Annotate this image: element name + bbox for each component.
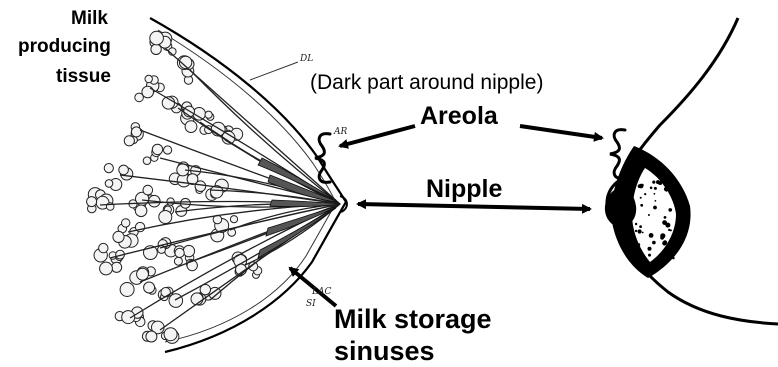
areola-speckle: [664, 216, 667, 219]
lobule: [145, 75, 152, 82]
label-milk: Milk: [71, 9, 108, 28]
label-nipple: Nipple: [426, 177, 502, 202]
label-producing: producing: [18, 37, 111, 56]
lobule: [119, 165, 129, 175]
lobule: [161, 288, 170, 297]
areola-speckle: [649, 233, 654, 238]
lobule: [195, 181, 206, 192]
lobule: [87, 197, 97, 207]
lobule: [113, 231, 124, 242]
mark-si: SI: [306, 300, 316, 309]
areola-speckle: [665, 176, 668, 179]
mark-dl: DL: [300, 55, 313, 64]
lobule: [104, 164, 113, 173]
lobule: [105, 180, 113, 188]
areola-speckle: [656, 180, 660, 184]
lobule: [137, 268, 149, 280]
lobule: [185, 121, 197, 133]
lobule: [112, 262, 122, 272]
mark-lac: LAC: [312, 288, 331, 297]
areola-speckle: [655, 200, 657, 202]
lobule: [181, 198, 191, 208]
lobule: [143, 185, 153, 195]
label-areola: Areola: [420, 104, 498, 129]
lobule: [143, 157, 151, 165]
lobule: [146, 331, 157, 342]
areola-speckle: [642, 232, 644, 234]
lobule: [122, 219, 130, 227]
lobule: [150, 31, 164, 45]
areola-speckle: [672, 184, 674, 186]
areola-speckle: [670, 209, 672, 211]
lobule: [205, 111, 212, 118]
nipple-arrow: [358, 204, 590, 209]
label-dark-part: (Dark part around nipple): [310, 72, 543, 93]
lobule: [122, 311, 135, 324]
areola-speckle: [648, 214, 650, 216]
dl-leader: [250, 62, 298, 80]
areola-speckle: [652, 181, 655, 184]
lobule-clusters: [87, 31, 262, 343]
areola-speckle: [650, 187, 653, 190]
areola-speckle: [672, 257, 675, 260]
lobule: [183, 245, 194, 256]
areola-speckle: [639, 184, 644, 189]
lobule: [124, 136, 134, 146]
areola-speckle: [652, 241, 656, 245]
areola-speckle: [660, 233, 665, 238]
lobule: [142, 86, 154, 98]
areola-speckle: [635, 230, 637, 232]
breast-profile: [605, 18, 778, 324]
areola-speckle: [640, 197, 642, 199]
lobule: [131, 127, 141, 137]
areola-speckle: [665, 190, 667, 192]
lobule: [174, 257, 182, 265]
mark-ar: AR: [334, 128, 347, 137]
areola-speckle: [653, 206, 657, 210]
lobule: [230, 216, 237, 223]
areola-speckle: [668, 229, 670, 231]
areola-speckle: [662, 220, 667, 225]
areola-speckle: [648, 254, 651, 257]
lobule: [120, 283, 134, 297]
areola-speckle: [666, 180, 671, 185]
lobule: [152, 144, 162, 154]
areola-speckle: [638, 229, 642, 233]
label-tissue: tissue: [56, 67, 111, 86]
areola-speckle: [648, 247, 652, 251]
lobule: [100, 262, 113, 275]
lobule: [151, 44, 161, 54]
areola-arrow-right: [520, 126, 602, 138]
areola-speckle: [654, 193, 656, 195]
areola-speckle: [635, 223, 637, 225]
areola-speckle: [639, 225, 642, 228]
lobule: [159, 211, 172, 224]
lobule: [135, 205, 147, 217]
areola-speckle: [644, 193, 646, 195]
lobule: [164, 146, 172, 154]
lobule: [99, 243, 108, 252]
areola-speckle: [640, 204, 643, 207]
areola-speckle: [663, 240, 667, 244]
lobule: [164, 328, 177, 341]
lobule: [169, 294, 183, 308]
lobule: [144, 282, 155, 293]
label-sinuses: sinuses: [334, 338, 435, 365]
areola-speckle: [638, 171, 642, 175]
areola-speckle: [654, 187, 657, 190]
label-milk-storage: Milk storage: [334, 306, 492, 333]
areola-speckle: [637, 243, 640, 246]
lobule: [175, 248, 184, 257]
areola-arrow-left: [340, 126, 415, 146]
